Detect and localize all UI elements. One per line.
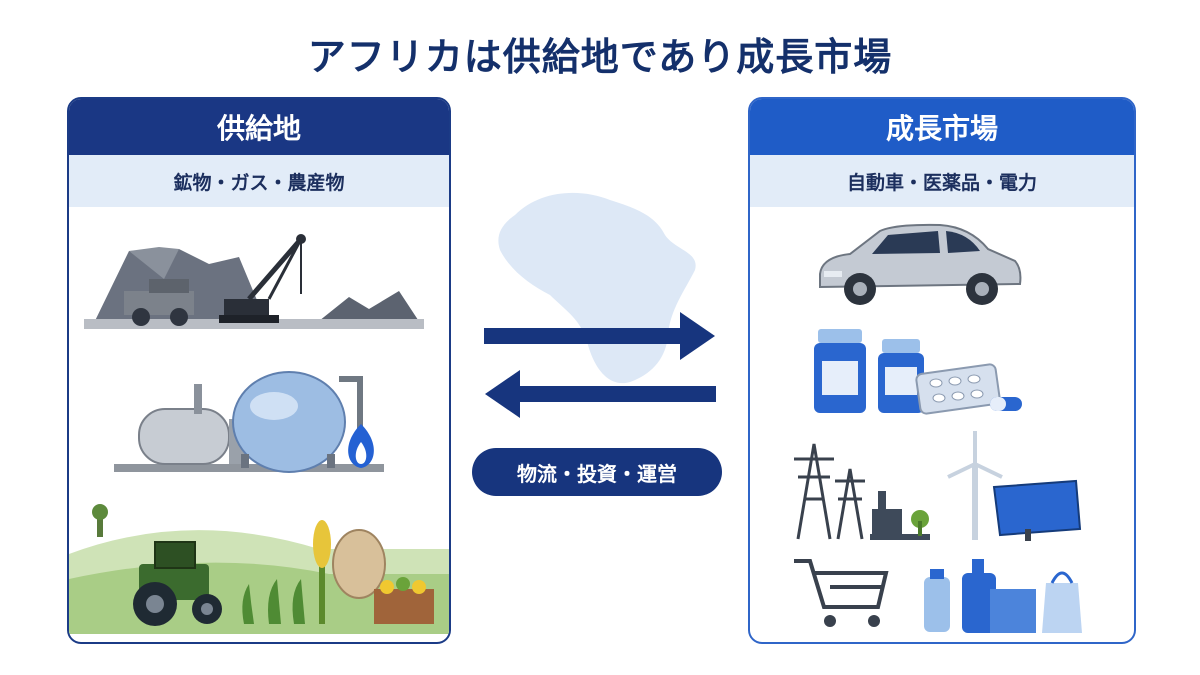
power-grid-icon [794, 431, 1082, 541]
gas-tank-icon [114, 371, 384, 473]
supply-panel: 供給地 鉱物・ガス・農産物 [67, 97, 451, 644]
arrow-left-icon [485, 370, 716, 418]
medicine-icon [814, 329, 1022, 415]
car-icon [819, 223, 1022, 305]
consumer-goods-icon [794, 559, 1082, 633]
market-heading: 成長市場 [750, 99, 1134, 155]
market-panel: 成長市場 自動車・医薬品・電力 [748, 97, 1136, 644]
agriculture-icon [69, 504, 449, 634]
market-subheading: 自動車・医薬品・電力 [750, 155, 1134, 207]
flow-label: 物流・投資・運営 [472, 448, 722, 496]
flow-graphic [484, 192, 716, 418]
supply-subheading: 鉱物・ガス・農産物 [69, 155, 449, 207]
africa-map-icon [498, 192, 696, 384]
page-title: アフリカは供給地であり成長市場 [307, 35, 893, 79]
supply-heading: 供給地 [69, 99, 449, 155]
mining-icon [84, 234, 424, 329]
arrow-right-icon [484, 312, 715, 360]
